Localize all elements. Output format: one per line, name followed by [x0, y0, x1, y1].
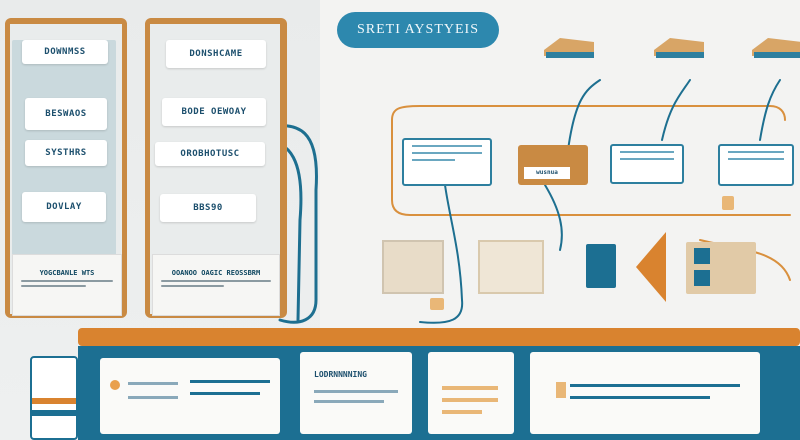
left-shelf-note: YOGCBANLE WTS [12, 254, 122, 316]
bottom-panel-label: LODRNNNNING [314, 370, 367, 379]
scribble-line [21, 280, 113, 282]
left-card-3-label: SYSTHRS [45, 148, 87, 158]
left-card-4-label: DOVLAY [46, 202, 82, 212]
conveyor-rail [78, 328, 800, 346]
scribble-line [161, 280, 271, 282]
left-card-3[interactable]: SYSTHRS [25, 140, 107, 166]
left-card-1-label: DOWNMSS [44, 47, 86, 57]
left-card-1[interactable]: DOWNMSS [22, 40, 108, 64]
scribble-line [161, 285, 224, 287]
flow-node-1[interactable] [402, 138, 492, 186]
node-line [620, 151, 674, 153]
node-line [620, 158, 674, 160]
graduation-cap-icon [544, 38, 594, 58]
flow-node-2-tag: wusnua [524, 167, 570, 179]
right-card-2-label: BODE OEWOAY [181, 107, 247, 117]
right-card-1-label: DONSHCAME [189, 49, 243, 59]
right-shelf-note: OOANOO OAGIC REOSSBRM [152, 254, 280, 316]
cup-icon [722, 196, 734, 210]
flow-node-2[interactable]: wusnua [518, 145, 588, 185]
left-note-text: YOGCBANLE WTS [39, 269, 95, 277]
right-card-3[interactable]: OROBHOTUSC [155, 142, 265, 166]
node-line [412, 145, 482, 147]
open-box-icon [478, 240, 544, 294]
right-card-1[interactable]: DONSHCAME [166, 40, 266, 68]
graduation-cap-icon [654, 38, 704, 58]
bottom-panel-4[interactable] [530, 352, 760, 434]
flow-node-3[interactable] [610, 144, 684, 184]
right-card-2[interactable]: BODE OEWOAY [162, 98, 266, 126]
cup-icon [430, 298, 444, 310]
left-card-4[interactable]: DOVLAY [22, 192, 106, 222]
page-title: SRETI AYSTYEIS [337, 12, 499, 48]
left-card-2-label: BESWAOS [45, 109, 87, 119]
open-box-icon [382, 240, 444, 294]
node-line [412, 152, 482, 154]
server-icon [586, 244, 616, 288]
crate-icon [686, 242, 756, 294]
node-line [728, 158, 784, 160]
right-card-4[interactable]: BBS90 [160, 194, 256, 222]
right-card-3-label: OROBHOTUSC [180, 149, 240, 159]
bottom-panel-2[interactable]: LODRNNNNING [300, 352, 412, 434]
node-line [728, 151, 784, 153]
flow-node-4[interactable] [718, 144, 794, 186]
node-line [412, 159, 455, 161]
graduation-cap-icon [752, 38, 800, 58]
bottom-panel-1[interactable] [100, 358, 280, 434]
right-card-4-label: BBS90 [193, 203, 223, 213]
scribble-line [21, 285, 86, 287]
left-card-2[interactable]: BESWAOS [25, 98, 107, 130]
canister-icon [30, 356, 78, 440]
bottom-panel-3[interactable] [428, 352, 514, 434]
arrow-icon [636, 232, 666, 302]
right-note-text: OOANOO OAGIC REOSSBRM [171, 269, 261, 277]
